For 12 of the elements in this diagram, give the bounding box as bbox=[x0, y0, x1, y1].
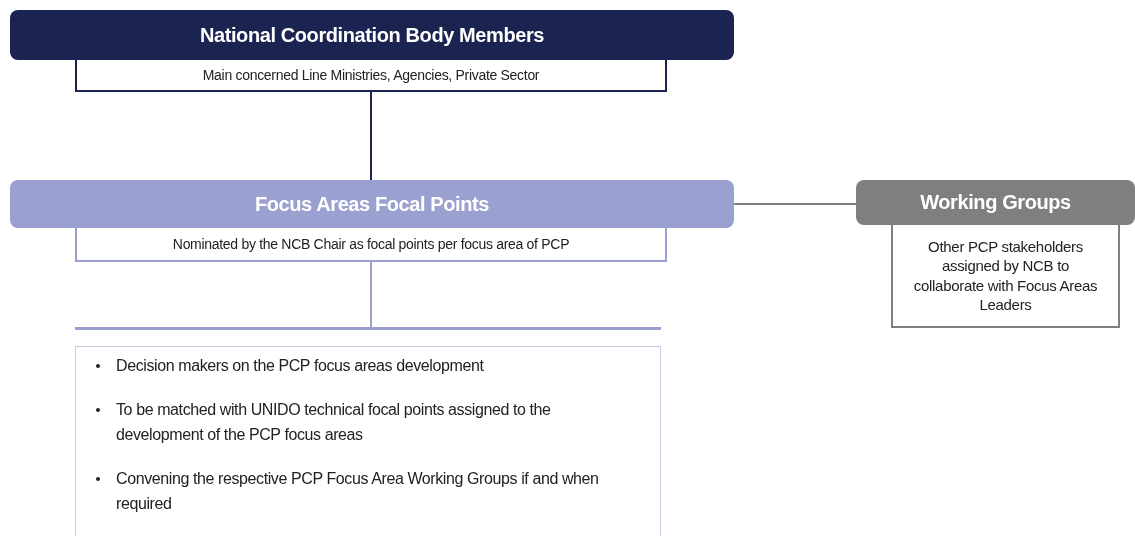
bullet-item: Convening the respective PCP Focus Area Working Groups if and when required bbox=[116, 469, 599, 513]
header-bar: Working Groups bbox=[856, 180, 1135, 225]
description-box: Other PCP stakeholders assigned by NCB to collaborate with Focus Areas Leaders bbox=[891, 225, 1120, 328]
description-box: Main concerned Line Ministries, Agencies, Private Sector bbox=[75, 60, 667, 92]
connector-line bbox=[370, 91, 372, 181]
bullet-item: Decision makers on the PCP focus areas development bbox=[116, 357, 484, 374]
header-bar: Focus Areas Focal Points bbox=[10, 180, 734, 228]
description-box: Nominated by the NCB Chair as focal points per focus area of PCP bbox=[75, 228, 667, 262]
bullet-item: To be matched with UNIDO technical focal points assigned to the development of the PCP focus areas bbox=[116, 400, 551, 444]
connector-line bbox=[733, 203, 857, 205]
connector-line bbox=[370, 261, 372, 328]
header-bar: National Coordination Body Members bbox=[10, 10, 734, 60]
